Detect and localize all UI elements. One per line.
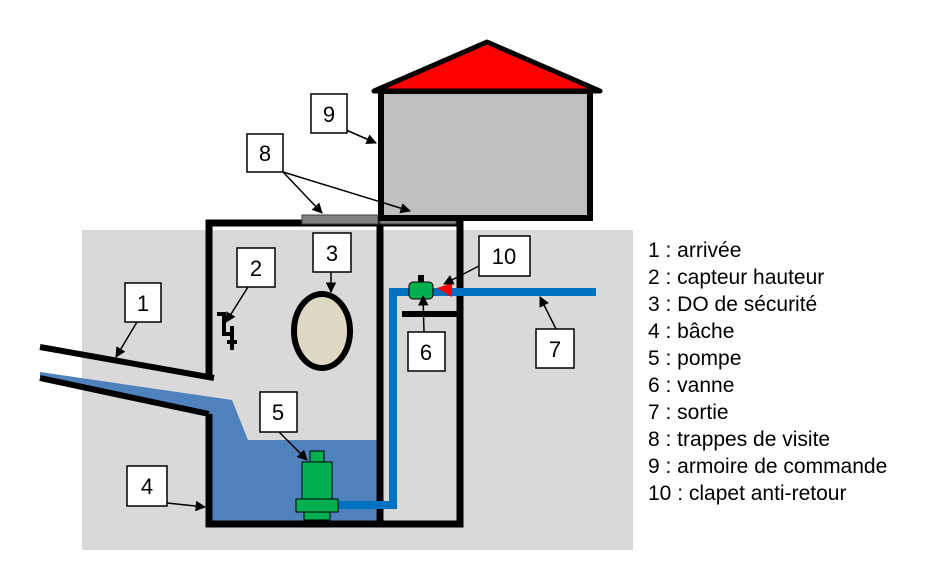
callout-4-text: 4 xyxy=(141,474,153,499)
legend-item: 6 : vanne xyxy=(648,374,734,397)
callout-9-text: 9 xyxy=(323,102,335,127)
callout-7: 7 xyxy=(535,328,575,369)
callout-5-text: 5 xyxy=(272,400,284,425)
callout-3: 3 xyxy=(312,232,352,273)
legend-item: 9 : armoire de commande xyxy=(648,455,887,478)
inlet-pipe-lower-wall xyxy=(39,375,210,417)
callout-4: 4 xyxy=(126,465,168,507)
legend-item: 1 : arrivée xyxy=(648,239,741,262)
legend-item: 5 : pompe xyxy=(648,347,741,370)
legend-item: 4 : bâche xyxy=(648,320,734,343)
callout-3-text: 3 xyxy=(326,241,338,266)
wet-well-walls xyxy=(205,219,384,528)
callout-6-text: 6 xyxy=(420,340,432,365)
legend-item: 2 : capteur hauteur xyxy=(648,266,824,289)
hatch-left xyxy=(301,214,379,225)
callout-pointers xyxy=(115,129,557,512)
legend-item: 7 : sortie xyxy=(648,401,729,424)
callout-1-text: 1 xyxy=(137,291,149,316)
callout-5: 5 xyxy=(259,391,298,433)
level-sensor-icon xyxy=(217,312,237,350)
safety-overflow xyxy=(291,291,353,371)
discharge-pipe xyxy=(336,288,596,509)
legend-item: 3 : DO de sécurité xyxy=(648,293,817,316)
callout-10-text: 10 xyxy=(492,244,516,269)
callout-1: 1 xyxy=(124,282,162,323)
callout-8-text: 8 xyxy=(259,141,271,166)
callout-8: 8 xyxy=(246,133,284,173)
cabinet-roof xyxy=(371,39,603,94)
control-cabinet xyxy=(378,88,593,221)
callout-7-text: 7 xyxy=(549,337,561,362)
legend-item: 8 : trappes de visite xyxy=(648,428,830,451)
callout-9: 9 xyxy=(310,93,348,134)
legend: 1 : arrivée 2 : capteur hauteur 3 : DO d… xyxy=(648,239,887,505)
inlet-pipe-wall xyxy=(39,344,215,381)
check-valve-icon xyxy=(437,283,452,297)
callout-10: 10 xyxy=(478,235,531,277)
callout-2: 2 xyxy=(236,247,276,288)
legend-item: 10 : clapet anti-retour xyxy=(648,482,846,505)
callout-6: 6 xyxy=(407,331,446,372)
pump-icon xyxy=(295,450,339,521)
callout-2-text: 2 xyxy=(250,256,262,281)
